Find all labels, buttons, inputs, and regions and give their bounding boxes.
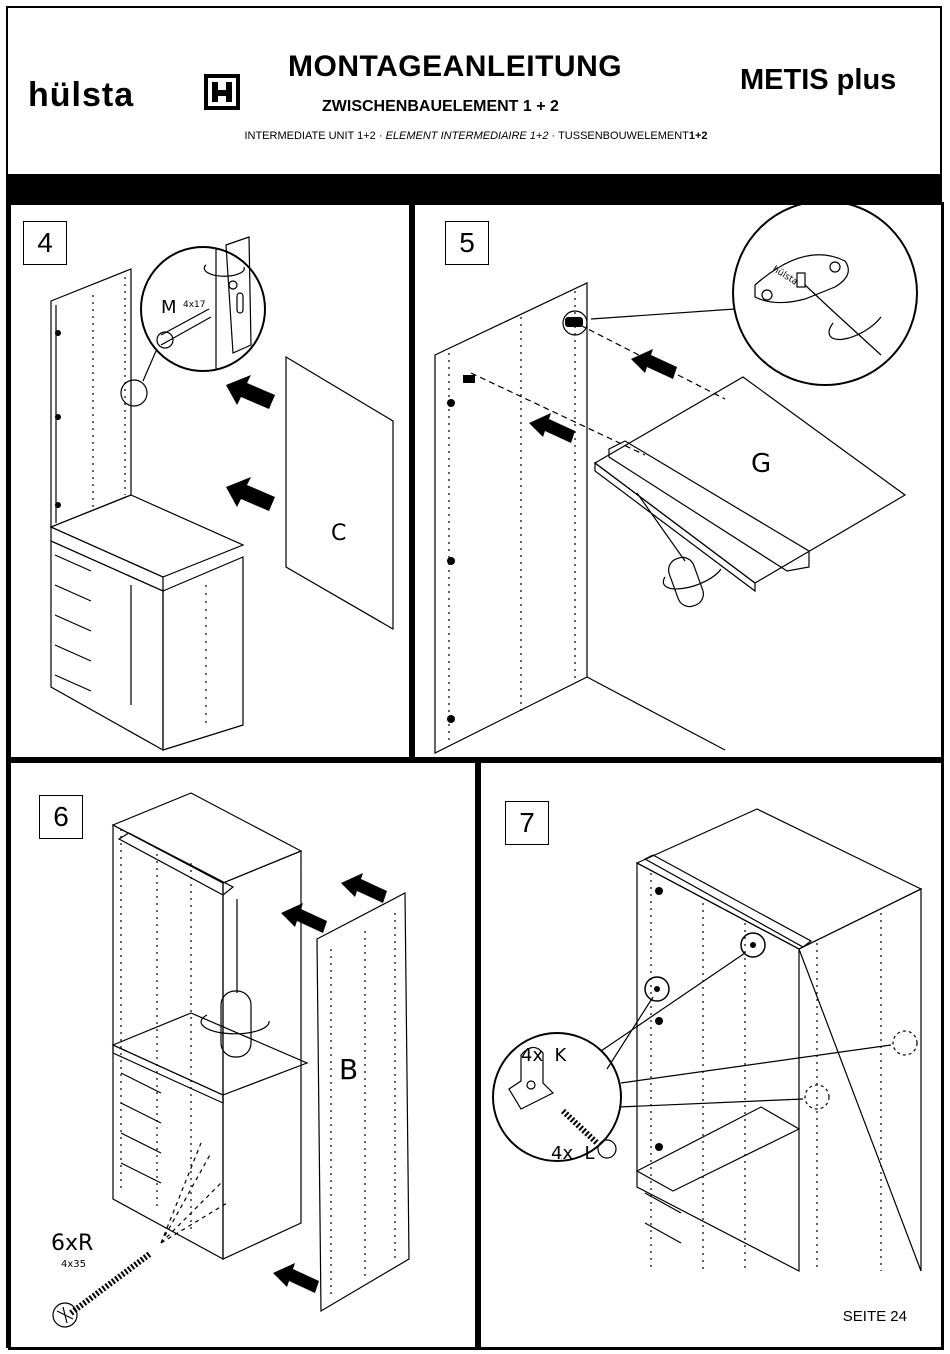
fastener-label-r: 6xR xyxy=(51,1231,93,1256)
brand-logo-icon xyxy=(204,74,240,110)
fastener-size-r: 4x35 xyxy=(61,1259,86,1270)
step-5-panel: 5 xyxy=(412,202,944,760)
separator: · xyxy=(379,130,383,142)
fitting-label-k: 4x K xyxy=(521,1045,566,1066)
translation-nl-suffix: 1+2 xyxy=(689,130,708,142)
translation-fr: ELEMENT INTERMEDIAIRE 1+2 xyxy=(386,130,549,142)
fastener-size: 4x17 xyxy=(183,300,206,310)
part-label-c: C xyxy=(331,521,346,546)
document-subtitle: ZWISCHENBAUELEMENT 1 + 2 xyxy=(322,98,559,116)
step-4-illustration xyxy=(11,205,409,757)
translation-en: INTERMEDIATE UNIT 1+2 xyxy=(244,130,375,142)
part-label-g: G xyxy=(751,449,771,479)
fitting-label-l: 4x L xyxy=(551,1143,595,1164)
document-title: MONTAGEANLEITUNG xyxy=(288,50,622,84)
instruction-page: hülsta MONTAGEANLEITUNG ZWISCHENBAUELEME… xyxy=(6,6,942,1348)
header: hülsta MONTAGEANLEITUNG ZWISCHENBAUELEME… xyxy=(8,8,940,176)
step-7-panel: 7 xyxy=(478,760,944,1350)
product-name: METIS plus xyxy=(740,64,896,97)
title-translations: INTERMEDIATE UNIT 1+2 · ELEMENT INTERMED… xyxy=(8,130,944,142)
step-6-panel: 6 xyxy=(8,760,478,1350)
brand-name: hülsta xyxy=(28,76,134,115)
step-5-illustration xyxy=(415,205,941,757)
page-number: SEITE 24 xyxy=(843,1308,907,1325)
part-label-b: B xyxy=(339,1053,358,1086)
separator: · xyxy=(552,130,556,142)
step-4-panel: 4 xyxy=(8,202,412,760)
header-band xyxy=(8,174,940,204)
translation-nl: TUSSENBOUWELEMENT xyxy=(558,130,689,142)
fastener-letter-m: M xyxy=(161,297,177,318)
